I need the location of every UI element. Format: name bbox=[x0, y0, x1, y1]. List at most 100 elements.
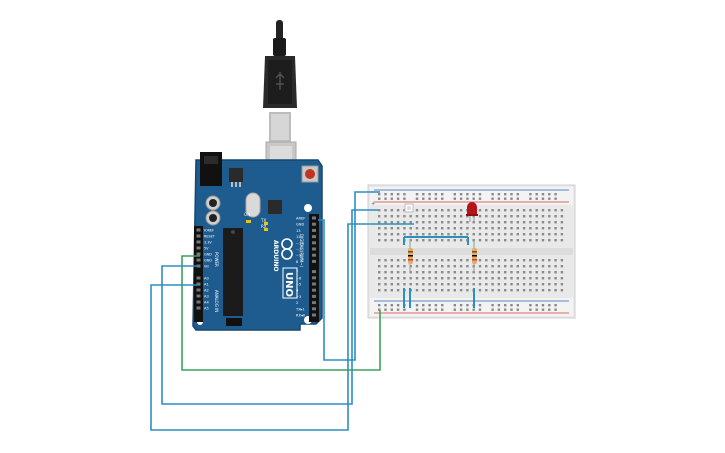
breadboard-hole[interactable] bbox=[453, 271, 456, 274]
breadboard-hole[interactable] bbox=[491, 265, 494, 268]
breadboard-hole[interactable] bbox=[535, 304, 538, 307]
breadboard-hole[interactable] bbox=[497, 239, 501, 242]
breadboard-hole[interactable] bbox=[396, 193, 400, 196]
breadboard-hole[interactable] bbox=[447, 221, 450, 224]
breadboard-hole[interactable] bbox=[554, 304, 557, 307]
breadboard-hole[interactable] bbox=[466, 197, 469, 200]
breadboard-hole[interactable] bbox=[478, 289, 482, 292]
breadboard-hole[interactable] bbox=[535, 289, 538, 292]
breadboard-hole[interactable] bbox=[403, 215, 406, 218]
breadboard-hole[interactable] bbox=[459, 209, 463, 212]
breadboard-hole[interactable] bbox=[541, 209, 545, 212]
breadboard-hole[interactable] bbox=[504, 227, 507, 230]
breadboard-hole[interactable] bbox=[504, 193, 507, 196]
breadboard-hole[interactable] bbox=[434, 308, 438, 311]
breadboard-hole[interactable] bbox=[510, 277, 513, 280]
digital-pin-hole[interactable] bbox=[312, 307, 316, 311]
breadboard-hole[interactable] bbox=[447, 271, 450, 274]
breadboard-hole[interactable] bbox=[459, 259, 463, 262]
digital-pin-hole[interactable] bbox=[312, 288, 316, 292]
breadboard-hole[interactable] bbox=[497, 259, 501, 262]
breadboard-hole[interactable] bbox=[478, 304, 482, 307]
breadboard-hole[interactable] bbox=[541, 283, 545, 286]
digital-pin-hole[interactable] bbox=[312, 235, 316, 239]
breadboard-hole[interactable] bbox=[529, 233, 532, 236]
breadboard-hole[interactable] bbox=[541, 197, 545, 200]
digital-pin-hole[interactable] bbox=[312, 270, 316, 274]
breadboard-hole[interactable] bbox=[453, 197, 456, 200]
breadboard-hole[interactable] bbox=[522, 265, 526, 268]
breadboard-hole[interactable] bbox=[378, 308, 381, 311]
breadboard-hole[interactable] bbox=[434, 239, 438, 242]
breadboard-hole[interactable] bbox=[403, 265, 406, 268]
breadboard-hole[interactable] bbox=[541, 233, 545, 236]
breadboard-hole[interactable] bbox=[541, 304, 545, 307]
breadboard-hole[interactable] bbox=[434, 233, 438, 236]
breadboard-hole[interactable] bbox=[535, 259, 538, 262]
breadboard-hole[interactable] bbox=[441, 265, 444, 268]
breadboard-hole[interactable] bbox=[459, 289, 463, 292]
breadboard-hole[interactable] bbox=[541, 277, 545, 280]
breadboard-hole[interactable] bbox=[560, 259, 564, 262]
breadboard-hole[interactable] bbox=[428, 259, 431, 262]
breadboard-hole[interactable] bbox=[472, 308, 475, 311]
breadboard-hole[interactable] bbox=[409, 215, 412, 218]
breadboard-hole[interactable] bbox=[535, 233, 538, 236]
breadboard-hole[interactable] bbox=[453, 209, 456, 212]
breadboard-hole[interactable] bbox=[491, 209, 494, 212]
breadboard-hole[interactable] bbox=[466, 265, 469, 268]
breadboard-hole[interactable] bbox=[453, 239, 456, 242]
breadboard-hole[interactable] bbox=[396, 265, 400, 268]
breadboard-hole[interactable] bbox=[415, 304, 419, 307]
breadboard-hole[interactable] bbox=[422, 233, 425, 236]
breadboard-hole[interactable] bbox=[453, 283, 456, 286]
breadboard-hole[interactable] bbox=[485, 271, 488, 274]
breadboard-hole[interactable] bbox=[510, 304, 513, 307]
breadboard-hole[interactable] bbox=[403, 259, 406, 262]
pushbutton-icon[interactable] bbox=[404, 203, 414, 213]
breadboard-hole[interactable] bbox=[428, 193, 431, 196]
breadboard-hole[interactable] bbox=[541, 221, 545, 224]
breadboard-hole[interactable] bbox=[548, 304, 551, 307]
breadboard-hole[interactable] bbox=[422, 221, 425, 224]
breadboard-hole[interactable] bbox=[434, 209, 438, 212]
breadboard-hole[interactable] bbox=[390, 289, 393, 292]
breadboard-hole[interactable] bbox=[535, 221, 538, 224]
breadboard-hole[interactable] bbox=[415, 271, 419, 274]
breadboard-hole[interactable] bbox=[560, 239, 564, 242]
breadboard-hole[interactable] bbox=[485, 259, 488, 262]
breadboard-hole[interactable] bbox=[434, 271, 438, 274]
breadboard-hole[interactable] bbox=[441, 259, 444, 262]
breadboard-hole[interactable] bbox=[529, 304, 532, 307]
breadboard-hole[interactable] bbox=[390, 239, 393, 242]
breadboard-hole[interactable] bbox=[554, 233, 557, 236]
breadboard-hole[interactable] bbox=[453, 289, 456, 292]
breadboard-hole[interactable] bbox=[478, 221, 482, 224]
breadboard-hole[interactable] bbox=[516, 304, 519, 307]
breadboard-hole[interactable] bbox=[504, 304, 507, 307]
digital-pin-hole[interactable] bbox=[312, 282, 316, 286]
breadboard-hole[interactable] bbox=[548, 283, 551, 286]
breadboard-hole[interactable] bbox=[516, 265, 519, 268]
breadboard-hole[interactable] bbox=[497, 283, 501, 286]
breadboard-hole[interactable] bbox=[459, 227, 463, 230]
breadboard-hole[interactable] bbox=[529, 265, 532, 268]
breadboard-hole[interactable] bbox=[434, 277, 438, 280]
breadboard-hole[interactable] bbox=[434, 304, 438, 307]
breadboard-hole[interactable] bbox=[384, 221, 387, 224]
breadboard-hole[interactable] bbox=[422, 277, 425, 280]
breadboard-hole[interactable] bbox=[497, 277, 501, 280]
breadboard-hole[interactable] bbox=[541, 239, 545, 242]
breadboard-hole[interactable] bbox=[434, 221, 438, 224]
breadboard-hole[interactable] bbox=[510, 239, 513, 242]
resistor-icon[interactable] bbox=[472, 240, 477, 272]
breadboard-hole[interactable] bbox=[396, 304, 400, 307]
breadboard-hole[interactable] bbox=[497, 271, 501, 274]
breadboard-hole[interactable] bbox=[529, 259, 532, 262]
breadboard-hole[interactable] bbox=[441, 221, 444, 224]
breadboard-hole[interactable] bbox=[459, 221, 463, 224]
breadboard-hole[interactable] bbox=[396, 283, 400, 286]
breadboard-hole[interactable] bbox=[535, 283, 538, 286]
breadboard-hole[interactable] bbox=[403, 221, 406, 224]
